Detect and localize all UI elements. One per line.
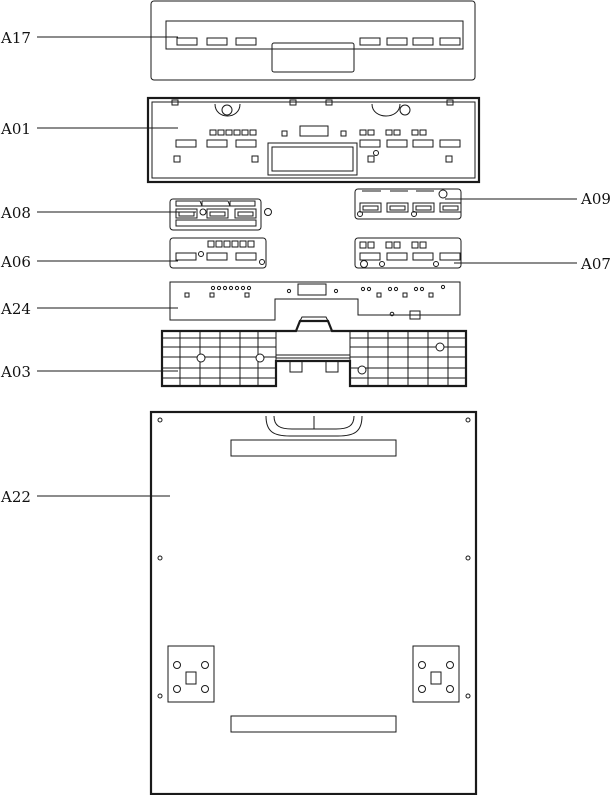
- label-a09: A09: [580, 190, 611, 208]
- label-a08: A08: [0, 204, 31, 222]
- part-a17-control-panel: [150, 0, 476, 81]
- part-a08-left-connector-board: [169, 198, 272, 231]
- part-a06-left-board: [169, 237, 267, 269]
- label-a03: A03: [0, 363, 31, 381]
- part-a24-main-circuit-board: [169, 281, 461, 321]
- part-a01-front-frame: [146, 96, 481, 184]
- label-a22: A22: [0, 488, 31, 506]
- label-a17: A17: [0, 29, 31, 47]
- part-a07-right-board: [354, 237, 462, 269]
- label-a24: A24: [0, 300, 31, 318]
- part-a03-ribbed-chassis: [160, 316, 468, 388]
- part-a09-right-connector-board: [354, 188, 462, 220]
- part-a22-back-panel: [149, 410, 478, 795]
- label-a06: A06: [0, 253, 31, 271]
- label-a07: A07: [580, 255, 611, 273]
- label-a01: A01: [0, 120, 31, 138]
